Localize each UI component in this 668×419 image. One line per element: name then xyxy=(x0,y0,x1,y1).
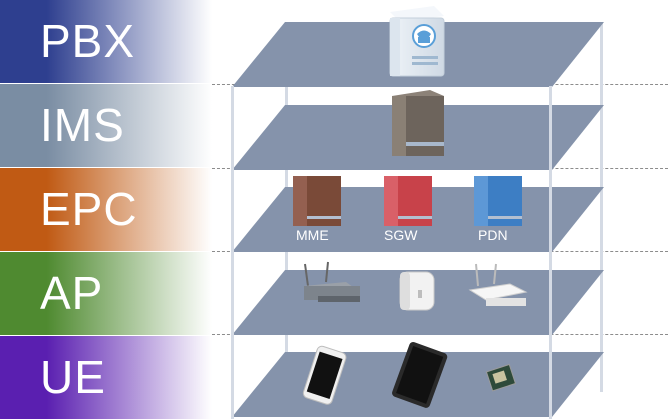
wifi-access-point-icon xyxy=(468,263,528,306)
tablet-icon xyxy=(392,341,448,408)
pdn-label: PDN xyxy=(478,227,508,243)
layer-label-pbx: PBX xyxy=(40,15,136,67)
layer-label-epc: EPC xyxy=(40,183,138,235)
iot-module-icon xyxy=(485,363,517,392)
rack-post xyxy=(600,22,603,392)
sgw-label: SGW xyxy=(384,227,418,243)
layer-band-ue: UE xyxy=(0,336,212,419)
ims-server-icon xyxy=(392,90,444,156)
layer-band-ap: AP xyxy=(0,252,212,335)
mme-label: MME xyxy=(296,227,329,243)
layer-label-ap: AP xyxy=(40,267,104,319)
rack-post xyxy=(549,86,552,419)
layer-label-ue: UE xyxy=(40,351,106,403)
wifi-router-icon xyxy=(304,261,360,302)
small-cell-icon xyxy=(399,271,435,311)
sgw-server-icon xyxy=(384,176,432,226)
rack-post xyxy=(231,86,234,419)
telephone-server-icon xyxy=(389,6,445,77)
layer-band-pbx: PBX xyxy=(0,0,212,83)
layer-band-ims: IMS xyxy=(0,84,212,167)
pdn-server-icon xyxy=(474,176,522,226)
mme-server-icon xyxy=(293,176,341,226)
smartphone-icon xyxy=(302,345,347,405)
layer-band-epc: EPC xyxy=(0,168,212,251)
layer-label-ims: IMS xyxy=(40,99,125,151)
